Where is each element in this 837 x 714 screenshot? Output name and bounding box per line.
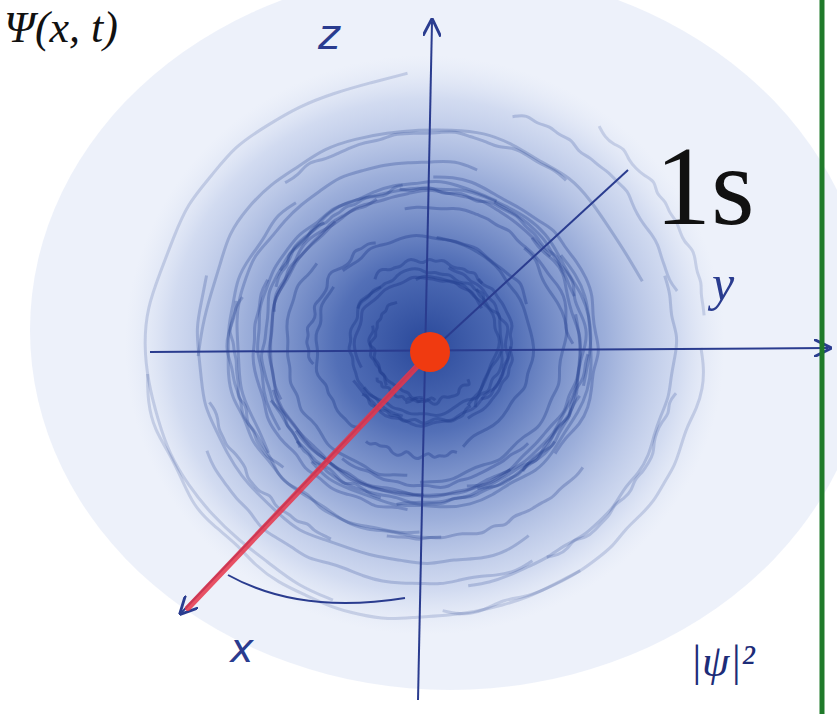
axis-label: x — [230, 628, 254, 668]
y-axis — [150, 348, 828, 352]
shading-stroke — [198, 130, 642, 356]
shading-stroke — [405, 379, 469, 404]
x-axis — [182, 352, 430, 612]
shading-stroke — [433, 177, 598, 454]
shading-stroke — [468, 279, 513, 418]
axis-label: z — [318, 14, 340, 56]
shading-stroke — [228, 203, 441, 538]
axis-label: y — [712, 258, 734, 308]
shading-stroke — [285, 132, 566, 183]
shading-stroke — [375, 259, 482, 283]
x-axis-back — [430, 170, 628, 352]
shading-stroke — [262, 223, 325, 448]
shading-stroke — [513, 116, 678, 291]
wavefunction-label: Ψ(x, t) — [4, 6, 118, 50]
shading-stroke — [366, 441, 457, 458]
shading-stroke — [342, 443, 528, 487]
shading-stroke — [312, 255, 591, 507]
shading-stroke — [316, 287, 361, 427]
probability-density-label: |ψ|² — [690, 640, 755, 684]
shading-stroke — [387, 467, 583, 539]
shading-strokes — [145, 73, 704, 618]
probability-cloud — [125, 55, 725, 635]
shading-stroke — [307, 243, 376, 364]
nucleus-dot — [410, 332, 450, 372]
shading-stroke — [145, 73, 407, 600]
frame-border — [820, 0, 825, 714]
shading-stroke — [258, 182, 497, 430]
orbital-label: 1s — [655, 130, 755, 242]
shading-stroke — [280, 188, 590, 385]
angle-arc — [228, 575, 405, 603]
shading-stroke — [477, 354, 587, 488]
outer-haze — [30, 0, 837, 690]
shading-stroke — [253, 280, 407, 510]
radius-line — [188, 358, 425, 608]
shading-stroke — [370, 302, 397, 385]
